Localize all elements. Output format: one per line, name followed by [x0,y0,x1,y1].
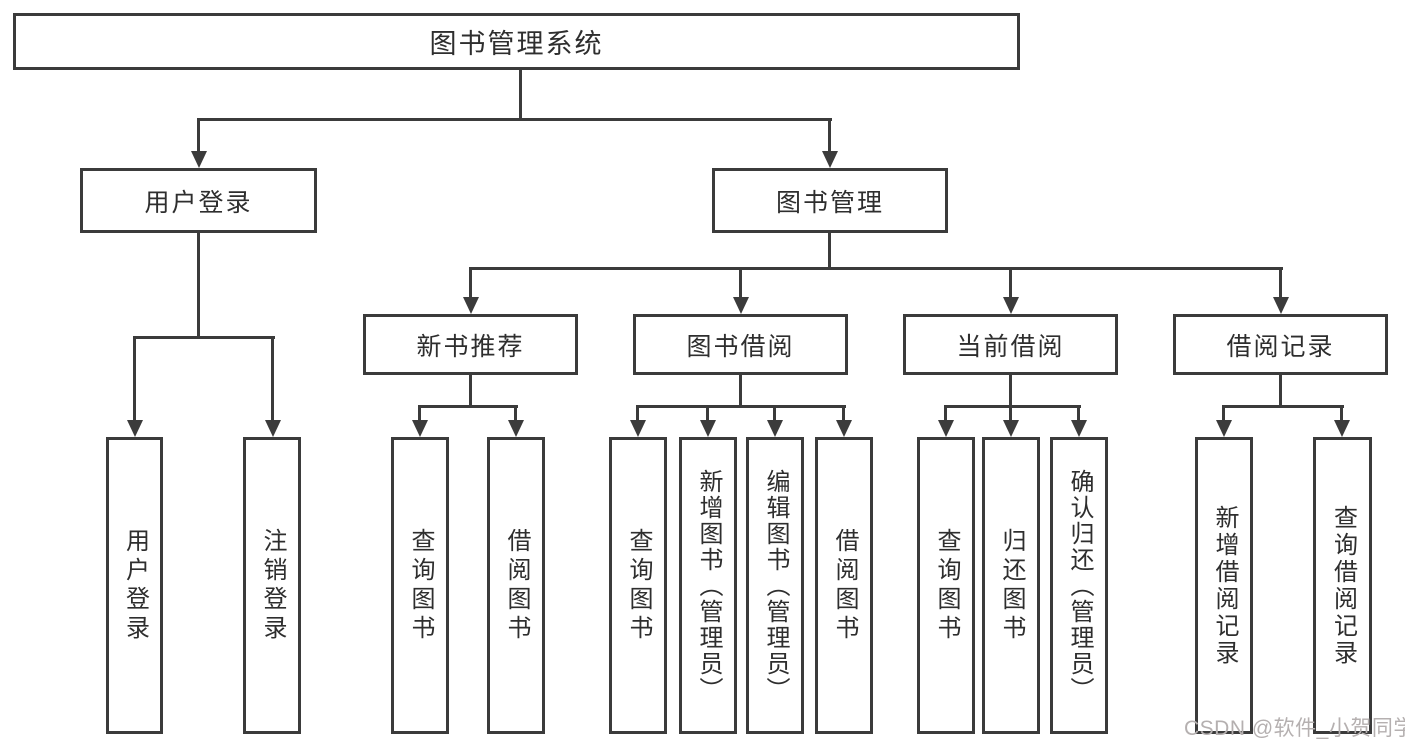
node-label: 查询图书 [933,527,960,644]
leaf-borrowing-borrow-books: 借阅图书 [815,437,873,734]
arrow-down-icon [418,405,421,420]
node-label: 注销登录 [259,527,286,644]
leaf-records-query-record: 查询借阅记录 [1313,437,1372,734]
leaf-borrowing-query-books: 查询图书 [609,437,667,734]
connector-line [197,232,200,339]
connector-line [828,232,831,270]
connector-line [739,374,742,408]
arrow-down-icon [944,405,947,420]
arrow-down-icon [636,405,639,420]
node-label: 新增图书（管理员） [695,468,722,703]
node-label: 借阅记录 [1226,332,1335,361]
node-label: 当前借阅 [956,332,1065,361]
node-label: 图书借阅 [686,332,795,361]
node-label: 查询图书 [407,527,434,644]
node-book-management: 图书管理 [712,168,948,233]
leaf-logout: 注销登录 [243,437,301,734]
node-label: 查询图书 [625,527,652,644]
node-label: 新书推荐 [416,332,525,361]
connector-line [1279,374,1282,408]
connector-line [1222,405,1344,408]
node-user-login: 用户登录 [80,168,317,233]
node-label: 确认归还（管理员） [1066,468,1093,703]
connector-line [636,405,846,408]
leaf-current-return-books: 归还图书 [982,437,1040,734]
csdn-watermark: CSDN @软件_小贺同学 [1184,717,1405,740]
node-book-borrowing: 图书借阅 [633,314,848,375]
arrow-down-icon [197,118,200,151]
arrow-down-icon [271,336,274,420]
connector-line [469,267,1283,270]
leaf-user-login: 用户登录 [106,437,163,734]
arrow-down-icon [1340,405,1343,420]
connector-line [469,374,472,408]
node-label: 借阅图书 [831,527,858,644]
node-borrowing-records: 借阅记录 [1173,314,1388,375]
connector-line [519,69,522,120]
node-label: 用户登录 [144,188,253,217]
node-label: 图书管理系统 [429,29,604,59]
arrow-down-icon [773,405,776,420]
node-label: 查询借阅记录 [1329,504,1357,667]
leaf-records-add-record: 新增借阅记录 [1195,437,1253,734]
arrow-down-icon [706,405,709,420]
leaf-borrowing-add-books-admin: 新增图书（管理员） [679,437,737,734]
arrow-down-icon [1009,405,1012,420]
connector-line [418,405,518,408]
node-label: 新增借阅记录 [1211,504,1238,667]
arrow-down-icon [828,118,831,151]
node-label: 归还图书 [998,527,1025,644]
leaf-recommend-borrow-books: 借阅图书 [487,437,545,734]
arrow-down-icon [1222,405,1225,420]
connector-line [133,336,275,339]
leaf-current-query-books: 查询图书 [917,437,975,734]
node-current-borrowing: 当前借阅 [903,314,1118,375]
arrow-down-icon [514,405,517,420]
connector-line [944,405,1081,408]
connector-line [197,118,832,121]
node-new-book-recommendation: 新书推荐 [363,314,578,375]
leaf-borrowing-edit-books-admin: 编辑图书（管理员） [746,437,804,734]
connector-line [1009,374,1012,408]
node-label: 图书管理 [775,188,884,217]
leaf-current-confirm-return-admin: 确认归还（管理员） [1050,437,1108,734]
node-label: 借阅图书 [503,527,530,644]
arrow-down-icon [1279,267,1282,297]
node-label: 编辑图书（管理员） [762,468,789,703]
arrow-down-icon [1009,267,1012,297]
arrow-down-icon [1077,405,1080,420]
arrow-down-icon [842,405,845,420]
leaf-recommend-query-books: 查询图书 [391,437,449,734]
arrow-down-icon [739,267,742,297]
arrow-down-icon [469,267,472,297]
node-label: 用户登录 [121,527,149,644]
node-library-management-system: 图书管理系统 [13,13,1020,70]
arrow-down-icon [133,336,136,420]
